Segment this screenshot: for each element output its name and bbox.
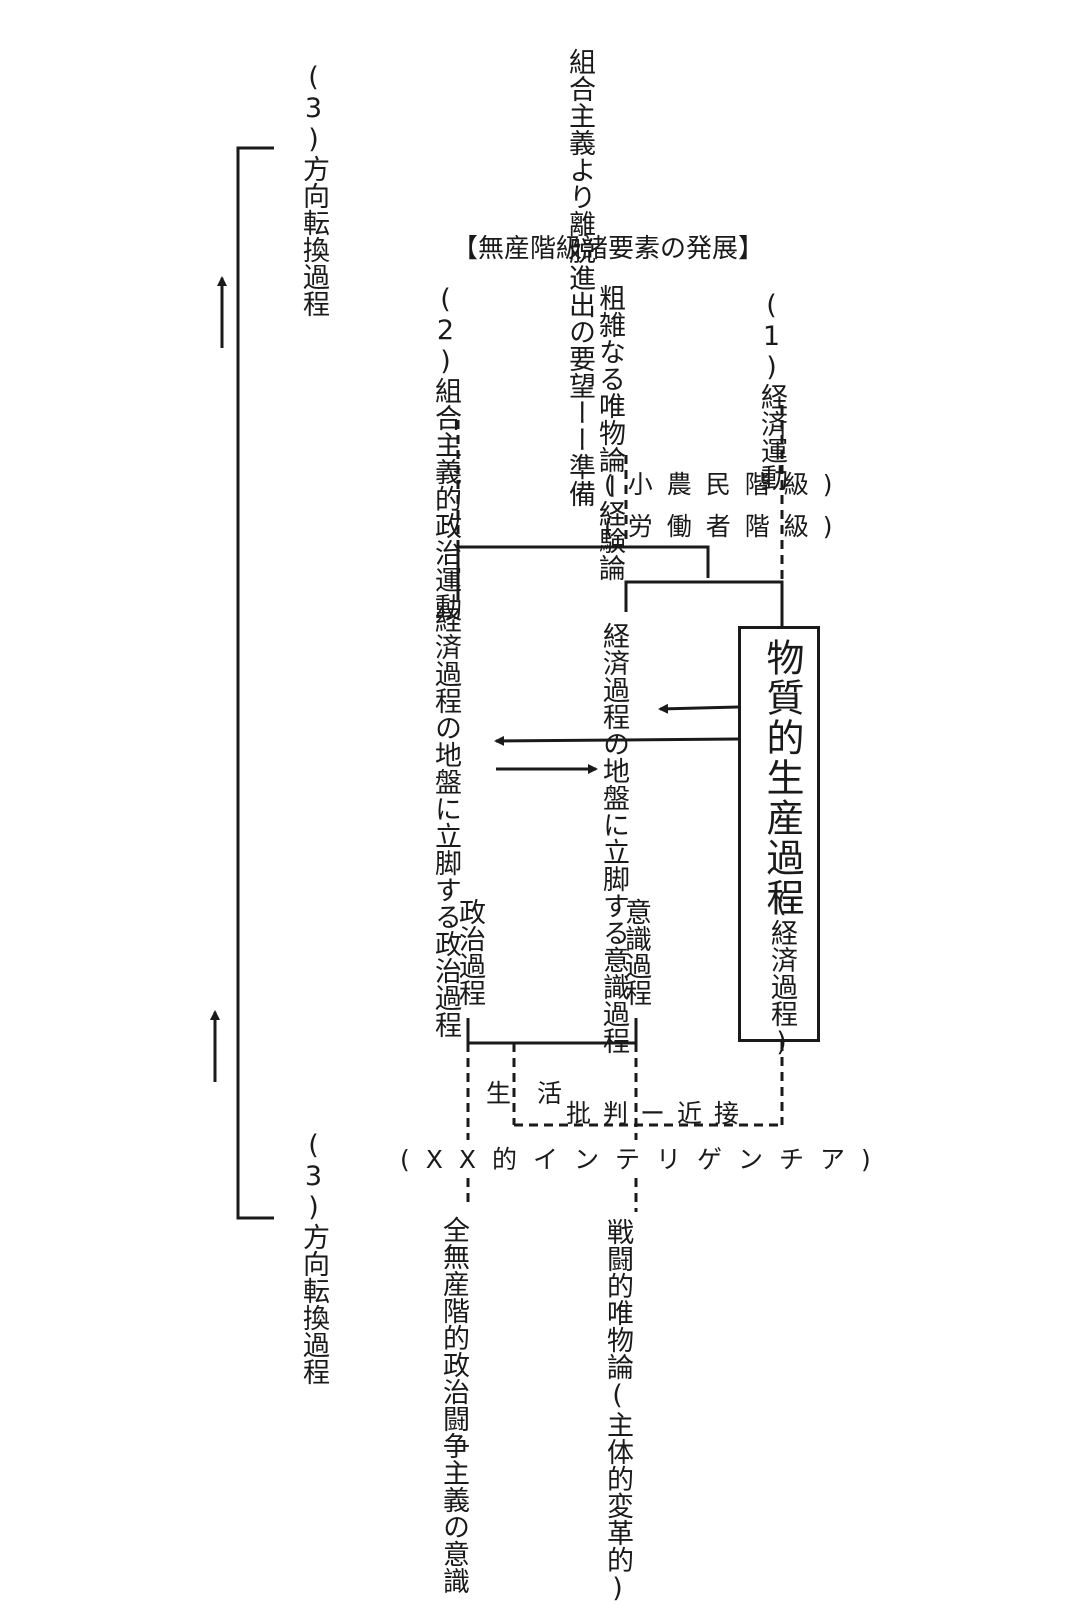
unionist-politics-line-2: 政治運動: [430, 512, 461, 620]
top-note-line-1: 組合主義より: [564, 48, 595, 210]
join-consciousness: [624, 580, 784, 626]
consciousness-process-upper-line-2: 立脚する意識過程: [598, 838, 629, 1054]
combat-materialism-line-1: 戦闘的唯物論: [602, 1218, 633, 1380]
arrow-to-politics: [494, 735, 739, 746]
political-process-upper-line-2: 立脚する政治過程: [430, 822, 461, 1038]
combat-materialism: 戦闘的唯物論(主体的変革的): [600, 1218, 634, 1604]
top-note: 組合主義より離脱進出の要望ーー準備: [562, 48, 596, 507]
class-label-peasant: (小農民階級): [604, 470, 847, 499]
combat-materialism-line-2: (主体的変革的): [602, 1380, 633, 1604]
political-process-lower: 政治過程: [454, 898, 485, 1006]
unionist-politics: (2)組合主義的政治運動: [428, 284, 462, 620]
life-label: 生活: [486, 1079, 589, 1108]
economic-movement-text: 経済運動: [756, 383, 787, 491]
economic-movement: (1)経済運動: [754, 290, 788, 491]
consciousness-process-lower: 意識過程: [620, 898, 651, 1006]
class-label-worker: (労働者階級): [604, 512, 847, 541]
crude-materialism-line-1: 粗雑なる唯物: [594, 284, 625, 446]
top-note-line-2: 離脱進出の: [564, 210, 595, 345]
unionist-politics-line-1: 組合主義的: [430, 377, 461, 512]
side-label-top-text: 方向転換過程: [298, 155, 329, 317]
economic-movement-number: (1): [756, 290, 787, 383]
top-note-line-3: 要望ーー準備: [564, 345, 595, 507]
join-lower: [466, 1018, 638, 1045]
material-production-subtitle: (経済過程): [766, 888, 797, 1058]
consciousness-process-upper-line-1: 経済過程の地盤に: [598, 622, 629, 838]
side-label-top-number: (3): [298, 62, 329, 155]
proletarian-consciousness: 全無産階的政治闘争主義の意識: [436, 1216, 470, 1594]
left-bracket: [236, 146, 274, 1220]
crude-materialism-line-2: 論ー経験論: [594, 446, 625, 581]
proletarian-consciousness-line-1: 全無産階的政治闘争: [438, 1216, 469, 1459]
connector-lines: [210, 146, 784, 1220]
material-production-title: 物質的生産過程: [760, 638, 804, 918]
side-label-bottom-text: 方向転換過程: [298, 1223, 329, 1385]
political-process-upper: 経済過程の地盤に立脚する政治過程: [428, 606, 462, 1038]
critique-label: 批判ー近接: [566, 1099, 752, 1128]
join-politics: [456, 545, 710, 600]
material-production-box: [738, 626, 820, 1042]
unionist-politics-number: (2): [430, 284, 461, 377]
political-process-upper-line-1: 経済過程の地盤に: [430, 606, 461, 822]
side-label-bottom-number: (3): [298, 1130, 329, 1223]
arrow-to-consciousness: [658, 703, 739, 714]
intelligentsia-label: (ХХ的インテリゲンチア): [400, 1140, 887, 1176]
consciousness-process-upper: 経済過程の地盤に立脚する意識過程: [596, 622, 630, 1054]
side-label-bottom: (3)方向転換過程: [296, 1130, 330, 1385]
heading: 【無産階級諸要素の発展】: [452, 234, 765, 264]
side-label-top: (3)方向転換過程: [296, 62, 330, 317]
crude-materialism: 粗雑なる唯物論ー経験論: [592, 284, 626, 581]
